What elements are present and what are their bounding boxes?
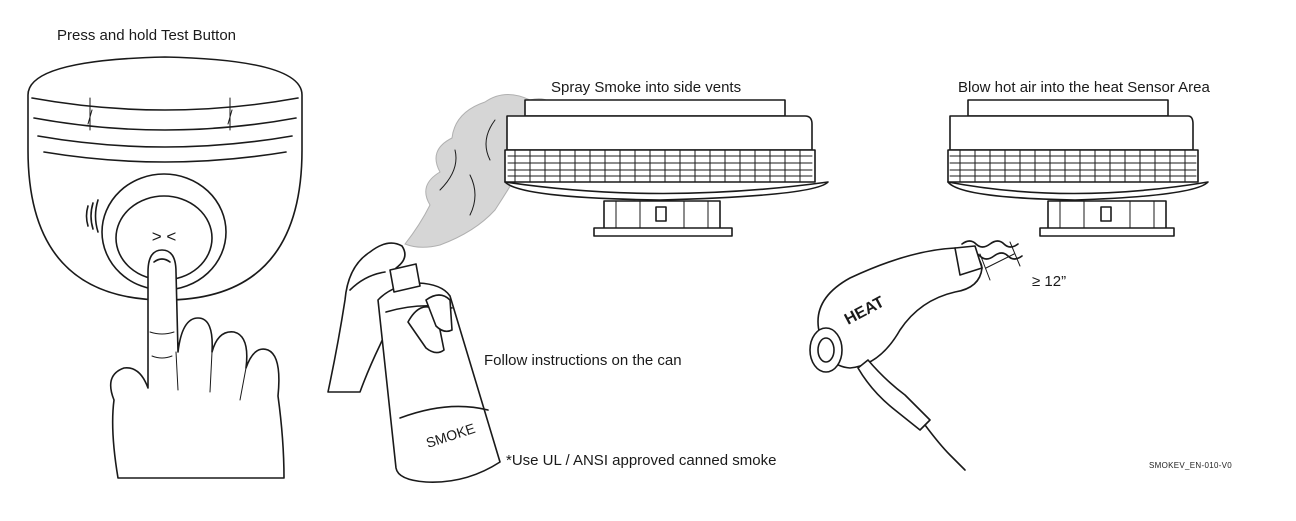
panel2-caption: Spray Smoke into side vents [551, 79, 742, 96]
distance-label: ≥ 12” [1032, 273, 1067, 290]
can-instructions-note: Follow instructions on the can [484, 352, 682, 369]
smoke-alarm-side-view-heat-sensor [947, 99, 1209, 237]
panel3-caption: Blow hot air into the heat Sensor Area [958, 79, 1210, 96]
hair-dryer [809, 245, 983, 471]
button-marks: > < [152, 227, 177, 246]
approved-smoke-footnote: *Use UL / ANSI approved canned smoke [506, 452, 777, 469]
pressing-hand [109, 249, 285, 479]
document-code: SMOKEV_EN-010-V0 [1149, 461, 1233, 470]
distance-marker [979, 241, 1021, 281]
test-button [101, 173, 227, 291]
sound-icon [85, 199, 99, 233]
can-hand-fingers [407, 294, 453, 354]
spray-hand [327, 242, 406, 393]
smoke-alarm-side-view-vents [504, 99, 829, 237]
spray-can [377, 263, 501, 483]
panel1-caption: Press and hold Test Button [57, 27, 237, 44]
